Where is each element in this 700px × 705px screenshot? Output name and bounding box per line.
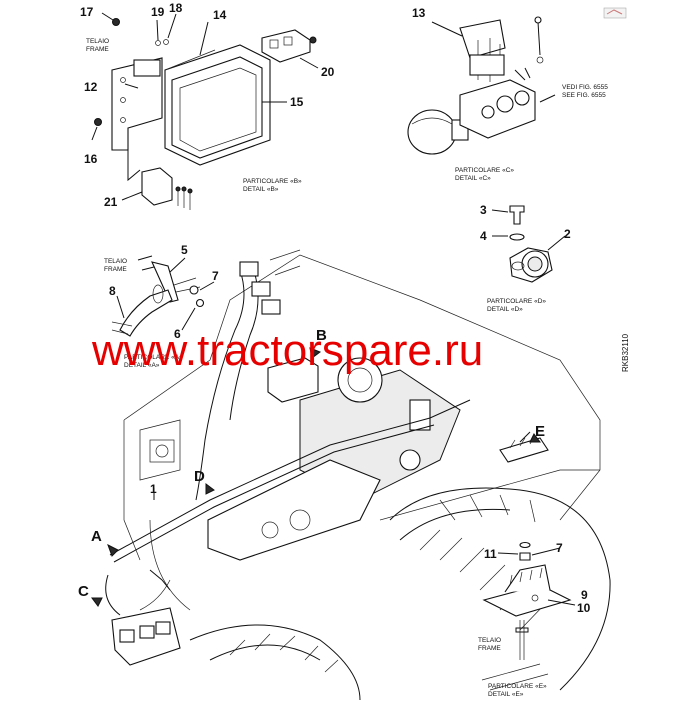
nut-7 (189, 285, 199, 295)
nut-7b (519, 552, 531, 561)
callout-20: 20 (321, 65, 335, 79)
bracket-13 (459, 19, 506, 59)
screw-16 (94, 118, 102, 126)
arrow-c (91, 597, 103, 607)
vedi-label: VEDI FIG. 6555 (562, 84, 608, 91)
detail-b-caption-en: DETAIL «B» (243, 186, 279, 193)
see-label: SEE FIG. 6555 (562, 92, 606, 99)
detail-c-caption-it: PARTICOLARE «C» (455, 167, 514, 174)
callout-6: 6 (174, 327, 181, 341)
callout-21: 21 (104, 195, 118, 209)
detail-b-caption-it: PARTICOLARE «B» (243, 178, 302, 185)
screw-17 (112, 18, 120, 26)
callout-11: 11 (484, 547, 497, 561)
control-box-b (267, 357, 319, 403)
callout-8: 8 (109, 284, 116, 298)
drawing-code: RKB32110 (621, 333, 630, 372)
detail-e-caption-it: PARTICOLARE «E» (488, 683, 547, 690)
callout-3: 3 (480, 203, 487, 217)
callout-1: 1 (150, 482, 157, 496)
brand-logo (603, 7, 627, 19)
frame-label-e-it: TELAIO (478, 637, 501, 644)
detail-a-caption-en: DETAIL «A» (124, 362, 160, 369)
letter-d: D (194, 468, 205, 485)
callout-19: 19 (151, 5, 165, 19)
detail-c-group (407, 16, 556, 155)
frame-label-b-it: TELAIO (86, 38, 109, 45)
arrow-d (205, 483, 215, 495)
harness-clip-8 (119, 289, 173, 337)
arrow-a (107, 543, 119, 557)
callout-5: 5 (181, 243, 188, 257)
callout-12: 12 (84, 80, 98, 94)
relay-12 (133, 59, 161, 77)
callout-14: 14 (213, 8, 227, 22)
frame-label-a-it: TELAIO (104, 258, 127, 265)
callout-18: 18 (169, 1, 183, 15)
callout-17: 17 (80, 5, 94, 19)
callout-7b: 7 (556, 541, 563, 555)
relay-21 (141, 167, 173, 206)
letter-c: C (78, 583, 89, 600)
tyre-right (389, 487, 611, 691)
callout-7a: 7 (212, 269, 219, 283)
connector-20 (261, 29, 311, 63)
detail-a-group (111, 255, 215, 337)
detail-c-caption-en: DETAIL «C» (455, 175, 491, 182)
callout-16: 16 (84, 152, 98, 166)
washer-11 (519, 541, 531, 549)
callout-4: 4 (480, 229, 487, 243)
detail-d-caption-en: DETAIL «D» (487, 306, 523, 313)
frame-label-b-en: FRAME (86, 46, 109, 53)
detail-a-caption-it: PARTICOLARE «A» (124, 354, 183, 361)
arrow-b (309, 347, 322, 359)
callout-13: 13 (412, 6, 426, 20)
callout-9: 9 (581, 588, 588, 602)
detail-d-group (491, 205, 566, 283)
tractor-main-view (105, 249, 611, 701)
frame-bracket (111, 57, 163, 151)
tyre-left (189, 624, 361, 701)
detail-e-group (481, 541, 576, 691)
letter-a: A (91, 528, 102, 545)
callout-15: 15 (290, 95, 304, 109)
detail-e-caption-en: DETAIL «E» (488, 691, 524, 698)
letter-e: E (535, 423, 545, 440)
letter-b: B (316, 327, 327, 344)
arrow-e (529, 433, 541, 443)
screw-3 (509, 205, 525, 225)
callout-10: 10 (577, 601, 591, 615)
washer-4 (509, 233, 525, 241)
transmission (207, 459, 381, 561)
valve-block (459, 79, 536, 139)
accumulator (407, 109, 457, 155)
callout-2: 2 (564, 227, 571, 241)
nut-6 (195, 298, 205, 308)
frame-label-e-en: FRAME (478, 645, 501, 652)
watermark-text: www.tractorspare.ru (91, 326, 483, 375)
frame-label-a-en: FRAME (104, 266, 127, 273)
detail-d-caption-it: PARTICOLARE «D» (487, 298, 546, 305)
detail-b-group (91, 12, 319, 210)
